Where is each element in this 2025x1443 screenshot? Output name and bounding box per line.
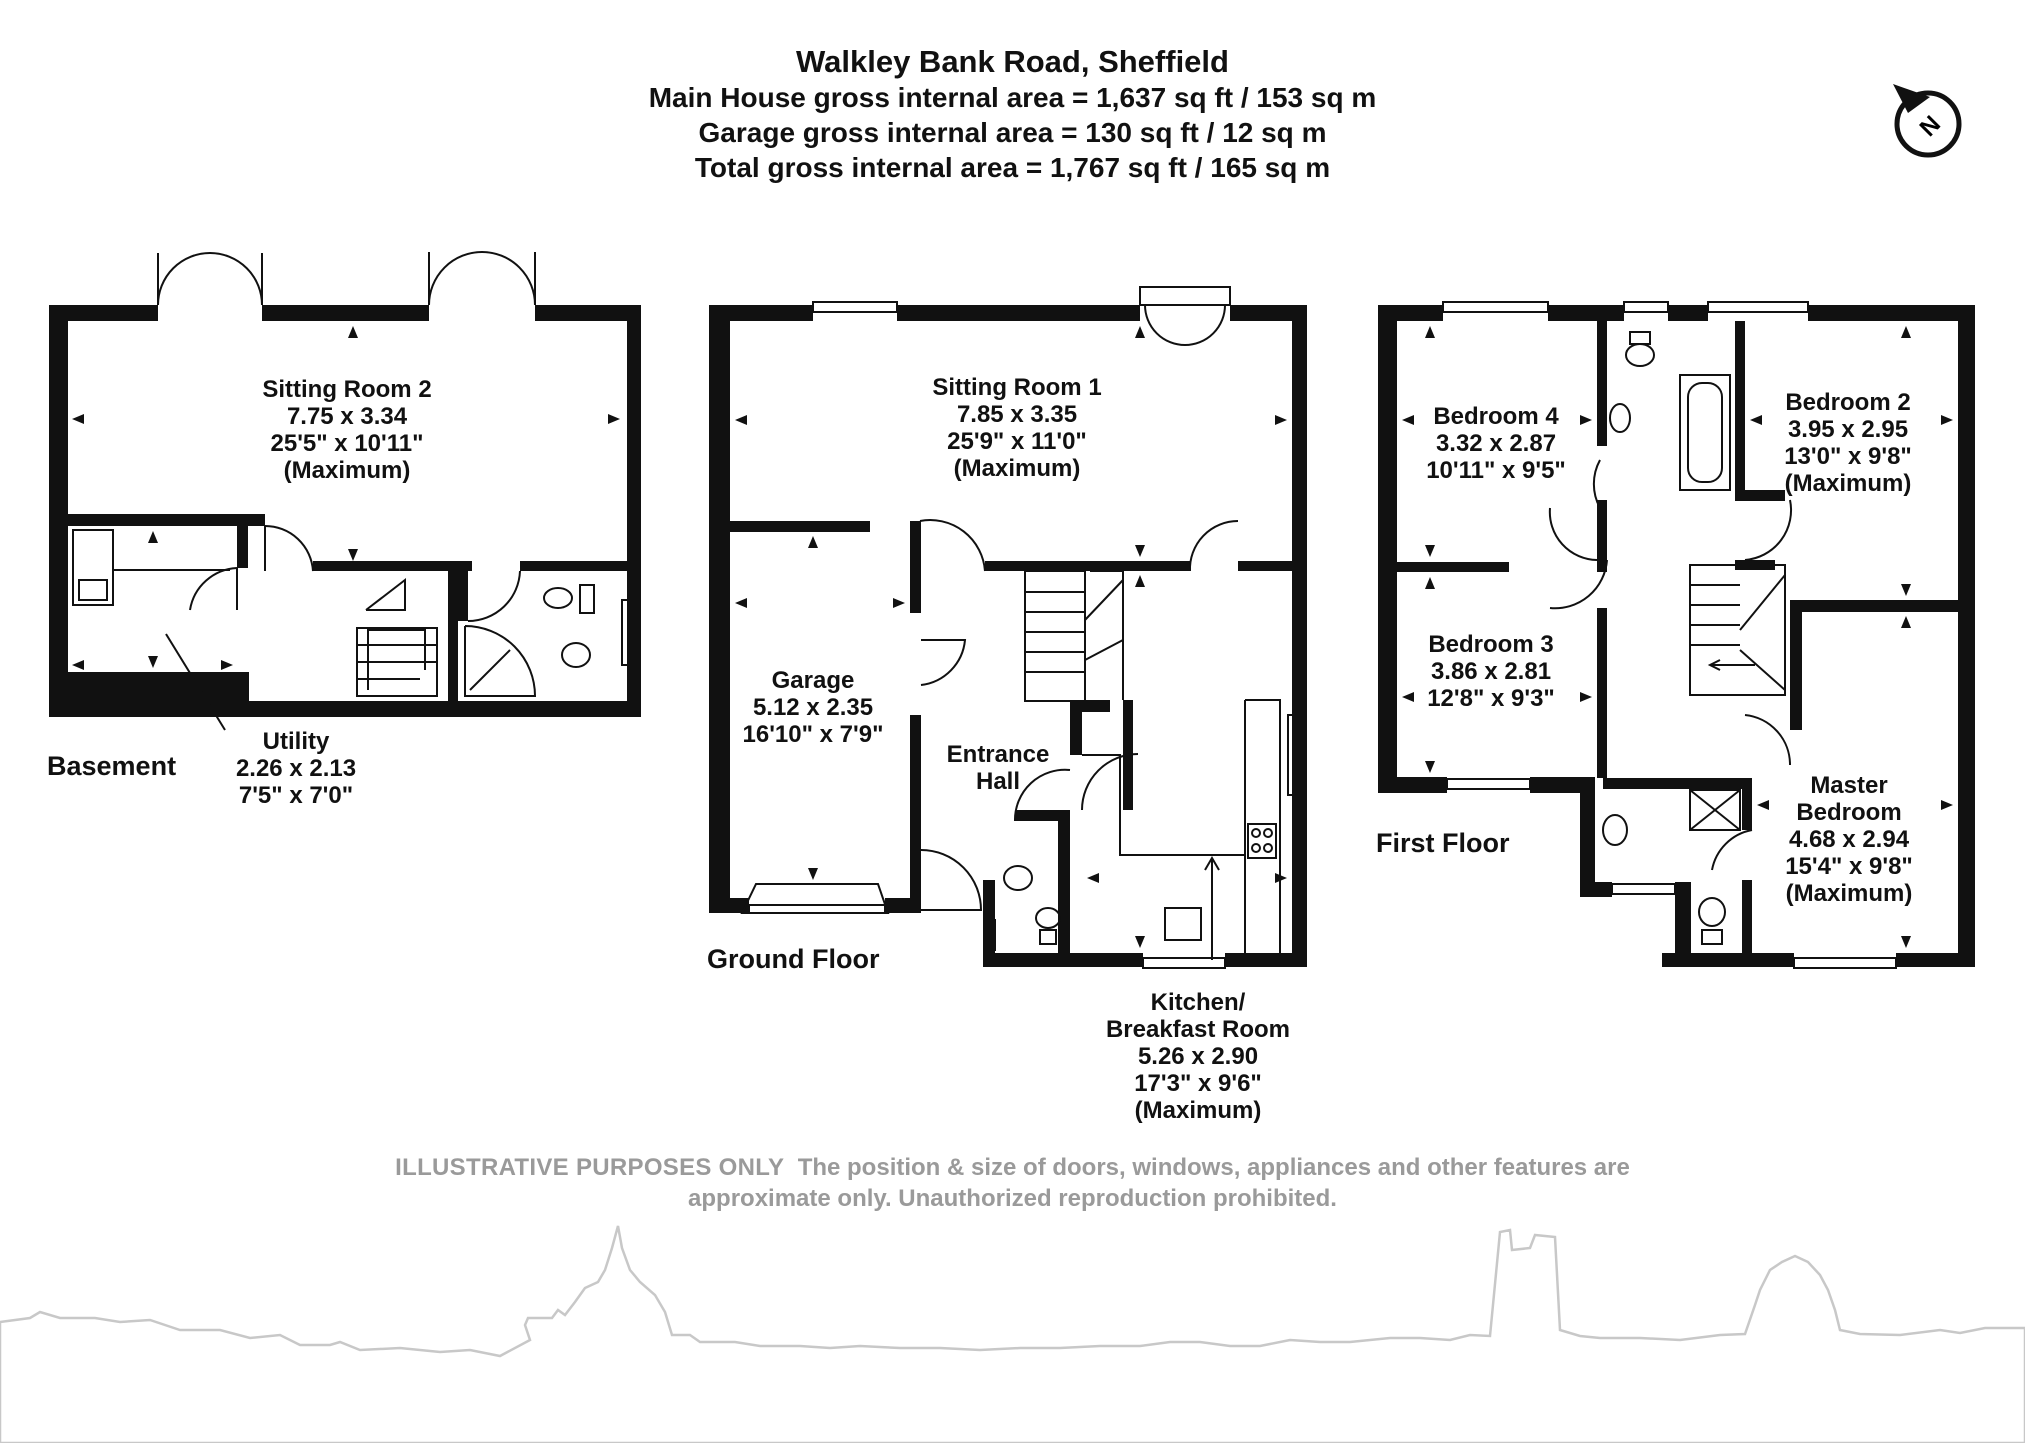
room-name-line-1: Kitchen/ bbox=[1150, 989, 1246, 1016]
ground-floor-plan bbox=[709, 286, 1307, 969]
room-imperial: 16'10" x 7'9" bbox=[742, 721, 884, 748]
floor-label-basement: Basement bbox=[47, 751, 177, 781]
room-name-line-1: Master bbox=[1810, 772, 1888, 799]
room-note: (Maximum) bbox=[1134, 1097, 1262, 1124]
disclaimer-line-1: ILLUSTRATIVE PURPOSES ONLY The position … bbox=[0, 1152, 2025, 1183]
room-name-line-2: Hall bbox=[975, 768, 1021, 795]
room-name: Bedroom 2 bbox=[1785, 389, 1911, 416]
first-floor-dimension-markers bbox=[1402, 326, 1953, 948]
ground-floor-walls bbox=[709, 305, 1307, 967]
garage-area: Garage gross internal area = 130 sq ft /… bbox=[698, 117, 1327, 148]
basement-dimension-markers bbox=[72, 326, 620, 670]
floor-label-ground: Ground Floor bbox=[707, 944, 880, 974]
room-name-line-2: Bedroom bbox=[1796, 799, 1902, 826]
room-label-master-bedroom: Master Bedroom 4.68 x 2.94 15'4" x 9'8" … bbox=[1785, 772, 1913, 907]
room-label-bedroom-3: Bedroom 3 3.86 x 2.81 12'8" x 9'3" bbox=[1427, 631, 1555, 712]
basement-fixtures bbox=[53, 251, 635, 697]
room-name-line-2: Breakfast Room bbox=[1105, 1016, 1291, 1043]
ground-floor-dimension-markers bbox=[735, 326, 1287, 948]
room-metric: 3.32 x 2.87 bbox=[1435, 430, 1557, 457]
room-metric: 7.85 x 3.35 bbox=[956, 401, 1078, 428]
room-label-sitting-room-1: Sitting Room 1 7.85 x 3.35 25'9" x 11'0"… bbox=[932, 374, 1101, 482]
room-metric: 3.86 x 2.81 bbox=[1430, 658, 1552, 685]
room-metric: 4.68 x 2.94 bbox=[1788, 826, 1910, 853]
skyline-graphic bbox=[0, 1225, 2025, 1443]
room-label-garage: Garage 5.12 x 2.35 16'10" x 7'9" bbox=[743, 667, 884, 748]
room-metric: 7.75 x 3.34 bbox=[286, 403, 408, 430]
disclaimer-text-1: The position & size of doors, windows, a… bbox=[797, 1154, 1630, 1181]
room-note: (Maximum) bbox=[1784, 470, 1912, 497]
room-imperial: 17'3" x 9'6" bbox=[1134, 1070, 1262, 1097]
first-floor-plan bbox=[1378, 301, 1975, 969]
room-label-entrance-hall: Entrance Hall bbox=[947, 741, 1050, 795]
room-metric: 5.26 x 2.90 bbox=[1137, 1043, 1259, 1070]
total-area: Total gross internal area = 1,767 sq ft … bbox=[694, 152, 1331, 183]
room-imperial: 7'5" x 7'0" bbox=[238, 782, 354, 809]
page-title: Walkley Bank Road, Sheffield bbox=[796, 44, 1229, 79]
room-label-bedroom-4: Bedroom 4 3.32 x 2.87 10'11" x 9'5" bbox=[1426, 403, 1566, 484]
room-imperial: 25'9" x 11'0" bbox=[947, 428, 1087, 455]
room-name: Sitting Room 2 bbox=[262, 376, 432, 403]
room-metric: 2.26 x 2.13 bbox=[235, 755, 357, 782]
floor-label-first: First Floor bbox=[1376, 828, 1510, 858]
disclaimer-line-2: approximate only. Unauthorized reproduct… bbox=[688, 1185, 1337, 1212]
room-name: Utility bbox=[262, 728, 330, 755]
room-imperial: 25'5" x 10'11" bbox=[270, 430, 424, 457]
room-note: (Maximum) bbox=[953, 455, 1081, 482]
room-imperial: 10'11" x 9'5" bbox=[1426, 457, 1566, 484]
room-imperial: 15'4" x 9'8" bbox=[1785, 853, 1913, 880]
room-imperial: 13'0" x 9'8" bbox=[1784, 443, 1912, 470]
room-metric: 5.12 x 2.35 bbox=[752, 694, 874, 721]
disclaimer-lead: ILLUSTRATIVE PURPOSES ONLY bbox=[395, 1154, 785, 1181]
utility-pointer bbox=[165, 633, 226, 731]
room-label-kitchen: Kitchen/ Breakfast Room 5.26 x 2.90 17'3… bbox=[1106, 989, 1290, 1124]
first-floor-fixtures bbox=[1442, 301, 1897, 969]
room-name: Bedroom 4 bbox=[1433, 403, 1559, 430]
room-imperial: 12'8" x 9'3" bbox=[1427, 685, 1555, 712]
room-note: (Maximum) bbox=[1785, 880, 1913, 907]
room-label-bedroom-2: Bedroom 2 3.95 x 2.95 13'0" x 9'8" (Maxi… bbox=[1784, 389, 1912, 497]
room-name-line-1: Entrance bbox=[946, 741, 1050, 768]
room-label-sitting-room-2: Sitting Room 2 7.75 x 3.34 25'5" x 10'11… bbox=[262, 376, 431, 484]
basement-walls bbox=[49, 305, 641, 717]
room-note: (Maximum) bbox=[283, 457, 411, 484]
room-name: Garage bbox=[771, 667, 855, 694]
room-label-utility: Utility 2.26 x 2.13 7'5" x 7'0" bbox=[236, 728, 356, 809]
main-house-area: Main House gross internal area = 1,637 s… bbox=[648, 82, 1377, 113]
basement-plan bbox=[49, 251, 641, 731]
room-name: Sitting Room 1 bbox=[932, 374, 1102, 401]
room-name: Bedroom 3 bbox=[1428, 631, 1554, 658]
room-metric: 3.95 x 2.95 bbox=[1787, 416, 1909, 443]
ground-floor-fixtures bbox=[740, 286, 1303, 969]
